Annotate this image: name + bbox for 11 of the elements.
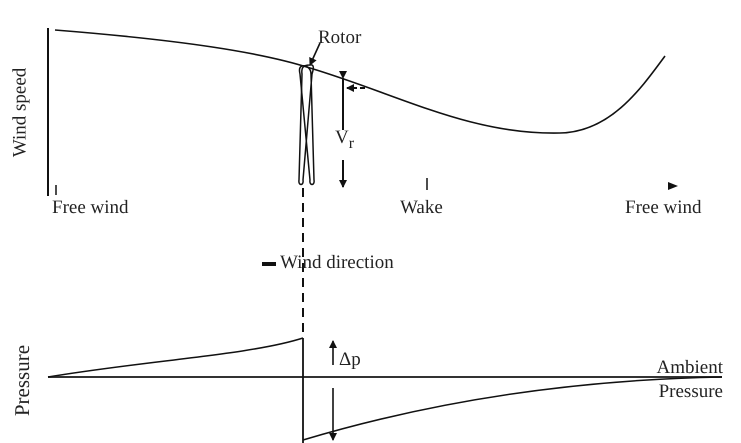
region-label: Wake: [400, 198, 443, 219]
line-label: Ambient Pressure: [656, 356, 723, 404]
dimension-label: V$_{r}$: [335, 128, 354, 152]
dimension-label: Δp: [339, 350, 361, 371]
part-label: Rotor: [318, 28, 362, 49]
axis-title: Pressure: [10, 344, 34, 416]
region-label: Free wind: [52, 198, 129, 219]
direction-label: Wind direction: [280, 253, 394, 274]
region-label: Free wind: [625, 198, 702, 219]
leader-line: [309, 42, 321, 66]
axis-title: Wind speed: [10, 67, 31, 157]
